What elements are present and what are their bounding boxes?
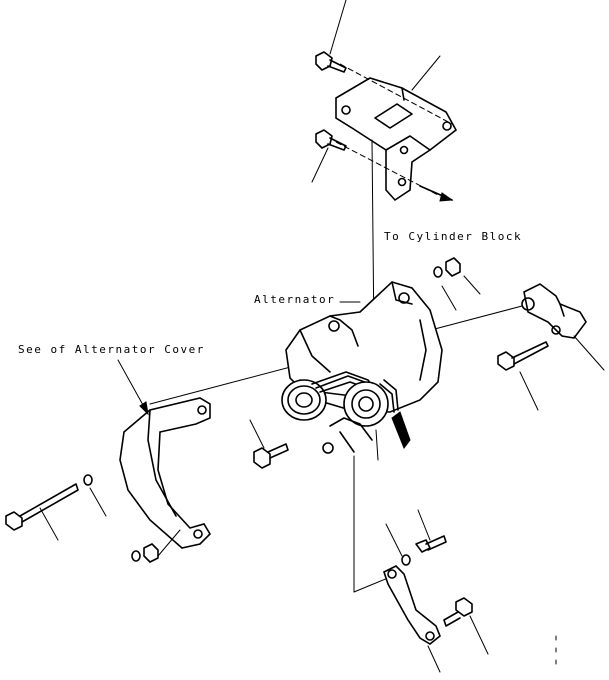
- leader-line: [375, 429, 379, 461]
- washer-icon: [401, 554, 411, 566]
- washer-icon: [433, 266, 443, 278]
- leader-line: [469, 615, 489, 655]
- leader-line: [39, 507, 59, 541]
- reference-line: [353, 577, 389, 593]
- leader-line: [89, 487, 107, 517]
- adjust-link-icon: [383, 565, 441, 645]
- leader-line: [417, 509, 431, 541]
- bolt-icon: [315, 51, 347, 73]
- bolt-icon: [5, 483, 79, 531]
- leader-line: [463, 275, 481, 295]
- alternator-label: Alternator: [254, 293, 336, 306]
- bolt-icon: [497, 341, 549, 371]
- bolt-icon: [315, 129, 347, 151]
- leader-line: [573, 335, 605, 371]
- leader-line: [519, 371, 539, 411]
- leader-line: [249, 419, 265, 449]
- leader-line: [329, 0, 347, 55]
- bolt-icon: [253, 443, 289, 469]
- bolt-icon: [415, 535, 447, 553]
- leader-line: [441, 285, 457, 311]
- bolt-icon: [443, 597, 473, 627]
- leader-line: [427, 645, 441, 673]
- see-of-alternator-cover-label: See of Alternator Cover: [18, 343, 205, 356]
- leader-line: [311, 147, 329, 183]
- washer-icon: [83, 474, 93, 486]
- bolt-axis-line: [335, 141, 441, 197]
- rear-bracket-icon: [521, 283, 587, 339]
- nut-icon: [445, 257, 461, 277]
- nut-icon: [143, 543, 159, 563]
- leader-line: [385, 523, 403, 557]
- to-cylinder-block-label: To Cylinder Block: [384, 230, 523, 243]
- reference-line: [157, 529, 181, 557]
- arrow-head-icon: [139, 401, 149, 416]
- upper-bracket-icon: [335, 77, 458, 202]
- bolt-axis-line: [339, 63, 453, 125]
- washer-icon: [131, 550, 141, 562]
- alternator-icon: [281, 281, 443, 454]
- leader-line: [411, 55, 441, 91]
- arrow-head-icon: [439, 192, 454, 202]
- belt-cover-icon: [119, 397, 212, 549]
